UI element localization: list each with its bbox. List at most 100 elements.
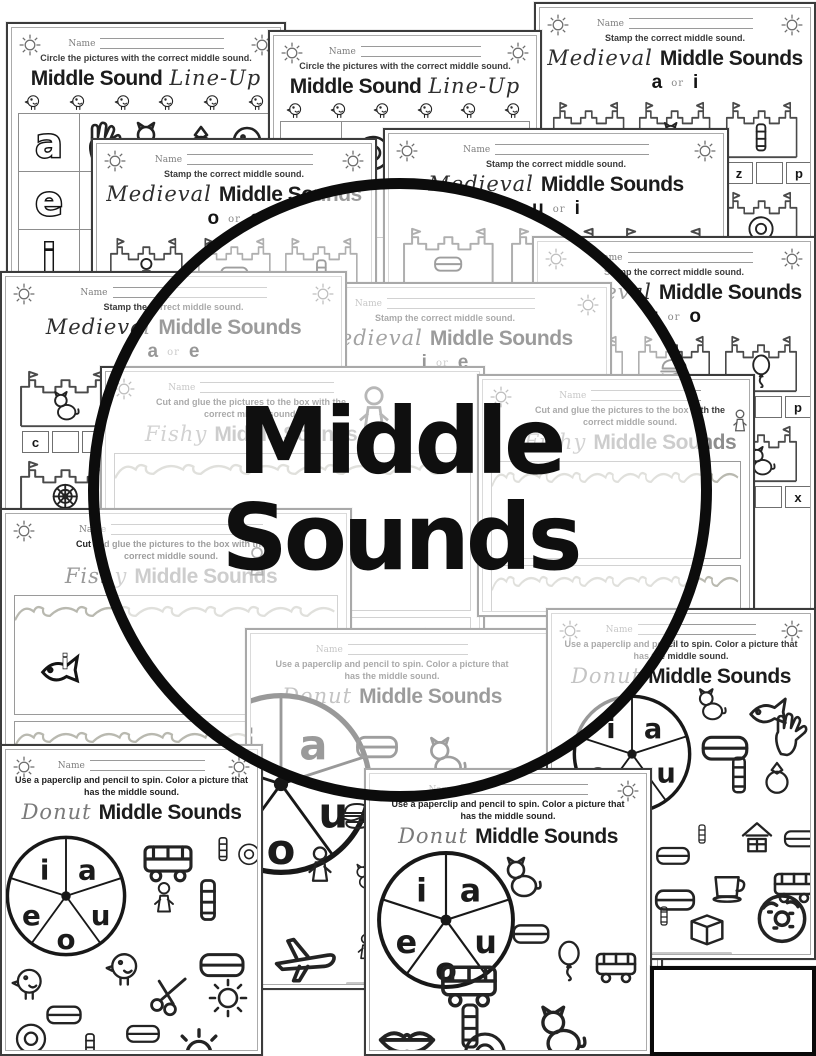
- sun-icon: [341, 149, 365, 173]
- letter-i-bubble: i: [61, 650, 69, 674]
- row-letter: a: [19, 114, 80, 172]
- title-main: Middle Sounds: [540, 173, 684, 197]
- stamp-letter-box: z: [725, 162, 753, 185]
- decoration-row: [274, 99, 536, 121]
- sunglasses-icon: [556, 1050, 604, 1051]
- name-line: [627, 252, 753, 263]
- balloon-icon: [558, 940, 580, 982]
- instruction-text: Stamp the correct middle sound.: [604, 33, 746, 43]
- worksheet-title: Donut Middle Sounds: [6, 800, 257, 825]
- sun-icon: [12, 282, 36, 306]
- sun-icon: [395, 139, 419, 163]
- guard-icon: [154, 882, 174, 913]
- svg-text:o: o: [56, 923, 75, 956]
- title-script: Donut: [21, 800, 92, 825]
- sun-sunglasses-icon: [174, 1028, 224, 1050]
- name-label: Name: [328, 47, 356, 57]
- cat-icon: [506, 856, 542, 898]
- vowel-option: i: [693, 72, 699, 94]
- girl-icon: [732, 409, 748, 432]
- scissors-icon: [150, 977, 187, 1017]
- svg-text:u: u: [91, 899, 111, 932]
- duck-icon: [159, 95, 174, 111]
- zipper-icon: [756, 122, 767, 151]
- sun-icon: [780, 619, 804, 643]
- ribcage-icon: [126, 1024, 160, 1043]
- duck-icon: [69, 95, 84, 111]
- name-label: Name: [68, 39, 96, 49]
- vest-icon: [783, 830, 810, 848]
- title-main: Middle Sounds: [659, 47, 803, 71]
- title-main: Middle Sounds: [658, 281, 802, 305]
- instruction-text: Stamp the correct middle sound.: [163, 169, 305, 179]
- credit-line: [652, 952, 732, 954]
- ring-icon: [765, 761, 789, 794]
- title-main: Middle Sound: [30, 67, 163, 91]
- title-script: Line-Up: [169, 66, 262, 91]
- duck-icon: [24, 95, 40, 111]
- instruction-text: Stamp the correct middle sound.: [485, 159, 627, 169]
- vowel-option: u: [532, 198, 544, 220]
- instruction-text: Use a paperclip and pencil to spin. Colo…: [391, 799, 625, 822]
- sun-icon: [280, 41, 304, 65]
- svg-text:a: a: [78, 854, 97, 887]
- duck-icon: [248, 95, 264, 111]
- svg-text:i: i: [40, 854, 50, 887]
- bird-icon: [417, 103, 432, 119]
- stamp-letter-box: c: [22, 431, 49, 454]
- hand-icon: [775, 712, 808, 757]
- worksheet-title: Medieval Middle Sounds: [540, 46, 810, 71]
- vowel-option: o: [207, 208, 220, 230]
- sun-icon: [103, 149, 127, 173]
- name-line: [637, 624, 757, 635]
- sun-icon: [693, 139, 717, 163]
- svg-text:a: a: [644, 714, 662, 745]
- woman-icon: [308, 846, 332, 882]
- title-script: Medieval: [547, 46, 653, 71]
- preview-badge-circle: [88, 178, 712, 802]
- name-line: [460, 784, 588, 795]
- decoration-row: [12, 91, 280, 113]
- stamp-letter-box: p: [785, 162, 810, 185]
- name-line: [360, 46, 482, 57]
- sun-icon: [12, 519, 36, 543]
- stamp-letter-box: [754, 486, 782, 509]
- sandwich-icon: [656, 846, 690, 865]
- or-label: or: [228, 213, 241, 225]
- stamp-letter-box: [754, 396, 782, 419]
- bird-icon: [373, 103, 389, 119]
- name-line: [495, 144, 649, 155]
- bubble-letter-e: e: [34, 177, 64, 225]
- instruction-text: Stamp the correct middle sound.: [603, 267, 745, 277]
- name-line: [187, 154, 314, 165]
- vowel-option: o: [689, 306, 702, 328]
- bubble-letter-a: a: [34, 119, 64, 166]
- name-label: Name: [57, 761, 85, 771]
- or-label: or: [671, 77, 685, 89]
- svg-text:u: u: [474, 925, 497, 961]
- cup-icon: [712, 876, 746, 903]
- net-icon: [464, 1032, 506, 1050]
- stamp-letter-box: x: [784, 486, 810, 509]
- instruction-text: Circle the pictures with the correct mid…: [40, 53, 252, 63]
- instruction-text: Circle the pictures with the correct mid…: [299, 61, 511, 71]
- product-title: Middle Sounds: [88, 178, 712, 802]
- vowel-option: i: [574, 198, 580, 220]
- bird-icon: [286, 103, 302, 119]
- worksheet-donut-3: Name Use a paperclip and pencil to spin.…: [0, 744, 263, 1056]
- stamp-letter-box: p: [784, 396, 810, 419]
- name-field: Name: [12, 35, 280, 49]
- paintbrush-icon: [200, 879, 216, 921]
- vowel-choices: u or i: [389, 198, 723, 220]
- sun-icon: [546, 13, 570, 37]
- worksheet-blank-corner: [650, 966, 816, 1056]
- svg-text:o: o: [267, 825, 296, 874]
- box-icon: [690, 914, 724, 946]
- name-label: Name: [154, 155, 183, 165]
- svg-text:e: e: [35, 179, 62, 225]
- name-line: [89, 760, 206, 771]
- svg-text:i: i: [606, 714, 615, 745]
- row-letter: e: [19, 172, 80, 230]
